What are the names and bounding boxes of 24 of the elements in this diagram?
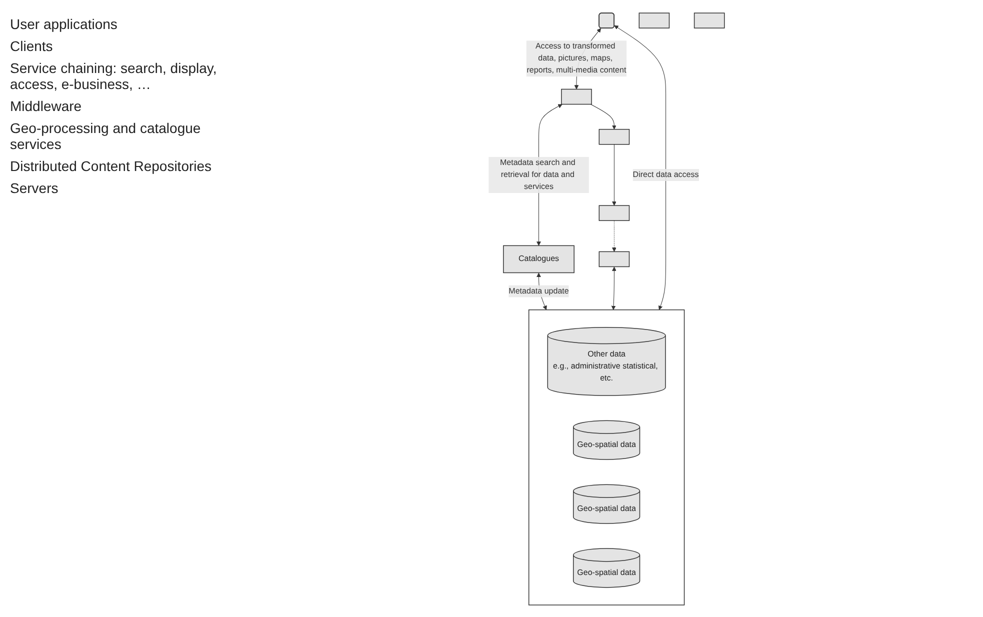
node-box: Catalogues xyxy=(503,244,574,273)
cluster xyxy=(528,308,685,605)
node-box xyxy=(638,12,670,28)
node-box xyxy=(598,250,630,267)
node-box xyxy=(561,88,592,104)
node-box xyxy=(598,128,630,144)
layer-label: Distributed Content Repositories xyxy=(10,158,213,174)
layer-label: Servers xyxy=(10,180,60,196)
layer-label: Geo-processing and catalogue services xyxy=(10,120,202,152)
edge-label: Metadata update xyxy=(508,286,569,295)
layer-label: Clients xyxy=(10,38,54,54)
arrow xyxy=(590,104,616,130)
layer-label: User applications xyxy=(10,16,118,32)
layer-label: Middleware xyxy=(10,98,83,114)
node-box xyxy=(694,12,725,28)
layer-label: Service chaining: search, display, access, e-business, … xyxy=(10,60,218,92)
arrow xyxy=(612,220,616,252)
edge-label: Direct data access xyxy=(632,170,699,178)
arrow xyxy=(611,266,616,310)
arrow xyxy=(612,144,616,206)
node-box xyxy=(598,204,630,220)
edge-label: Metadata search and retrieval for data and services xyxy=(500,158,576,191)
arrow xyxy=(614,24,666,310)
edge-label: Access to transformed data, pictures, maps, reports, multi-media content xyxy=(526,42,626,74)
